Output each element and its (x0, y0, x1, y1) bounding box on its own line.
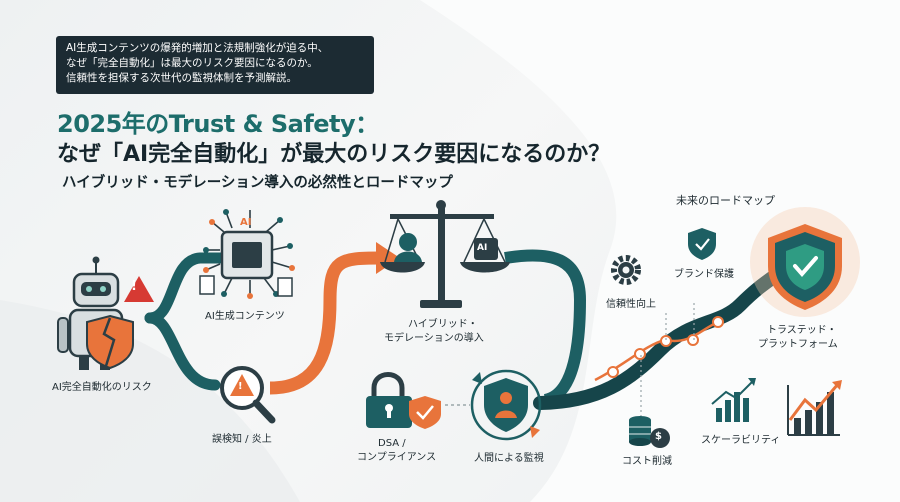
roadmap-label-reliability: 信頼性向上 (606, 299, 656, 310)
ai-chip-top-label: AI (240, 217, 252, 228)
roadmap-label-cost-reduction: コスト削減 (622, 456, 672, 467)
roadmap-label-trusted-line-1: トラステッド・ (767, 325, 837, 336)
intro-line-1: AI生成コンテンツの爆発的増加と法規制強化が迫る中、 (66, 42, 329, 54)
roadmap-label-brand-protection: ブランド保護 (674, 269, 734, 280)
intro-line-2: なぜ「完全自動化」は最大のリスク要因になるのか。 (66, 57, 318, 69)
warning-mark: ! (131, 279, 137, 294)
node-label-dsa-line-2: コンプライアンス (357, 452, 437, 463)
roadmap-label-trusted-line-2: プラットフォーム (758, 339, 838, 350)
title-line-3: ハイブリッド・モデレーション導入の必然性とロードマップ (62, 175, 453, 191)
node-label-hybrid-line-2: モデレーションの導入 (384, 333, 484, 344)
roadmap-heading: 未来のロードマップ (676, 194, 775, 207)
node-label-dsa-line-1: DSA / (378, 438, 406, 449)
coin-dollar-mark: $ (655, 431, 662, 442)
node-label-hybrid-line-1: ハイブリッド・ (408, 319, 478, 330)
magnifier-warning-mark: ! (238, 381, 243, 392)
title-line-1: 2025年のTrust & Safety： (57, 110, 379, 138)
node-label-false-detection: 誤検知 / 炎上 (212, 434, 272, 445)
scales-ai-mark: AI (477, 243, 488, 253)
intro-summary-box: AI生成コンテンツの爆発的増加と法規制強化が迫る中、 なぜ「完全自動化」は最大の… (56, 36, 374, 94)
node-label-ai-automation-risk: AI完全自動化のリスク (52, 382, 152, 393)
node-label-ai-generated: AI生成コンテンツ (205, 311, 285, 322)
node-label-human-monitoring: 人間による監視 (474, 453, 544, 464)
title-line-2: なぜ「AI完全自動化」が最大のリスク要因になるのか？ (57, 142, 611, 167)
intro-line-3: 信頼性を担保する次世代の監視体制を予測解説。 (66, 72, 297, 84)
roadmap-label-scalability: スケーラビリティ (701, 435, 781, 446)
